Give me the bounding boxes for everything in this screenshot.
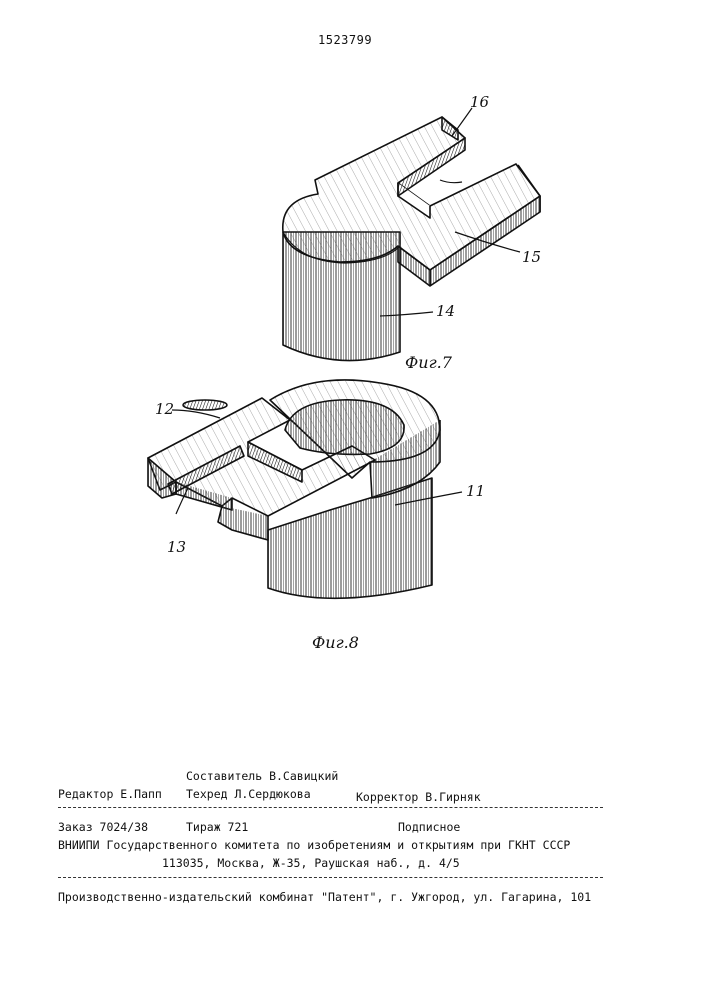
order-number: Заказ 7024/38: [58, 818, 148, 836]
ring-hole: [285, 400, 404, 455]
printer: Производственно-издательский комбинат "П…: [58, 888, 591, 906]
subscription: Подписное: [398, 818, 460, 836]
divider-top: [58, 807, 603, 808]
tech-editor: Техред Л.Сердюкова: [186, 785, 311, 803]
figure-7: [283, 117, 540, 361]
patent-drawing: 16 15 14 Фиг.7 12 13 11 Фиг.8: [0, 0, 707, 720]
figure-7-caption: Фиг.7: [405, 353, 453, 372]
label-14: 14: [436, 302, 455, 320]
figure-8: [148, 380, 440, 598]
figure-8-caption: Фиг.8: [312, 633, 359, 652]
label-13: 13: [167, 538, 186, 556]
address: 113035, Москва, Ж-35, Раушская наб., д. …: [162, 854, 460, 872]
divider-bottom: [58, 877, 603, 878]
label-12: 12: [155, 400, 174, 418]
organization: ВНИИПИ Государственного комитета по изоб…: [58, 836, 570, 854]
print-run: Тираж 721: [186, 818, 248, 836]
label-16: 16: [470, 93, 490, 111]
label-11: 11: [466, 482, 485, 500]
compiler: Составитель В.Савицкий: [186, 767, 338, 785]
editor: Редактор Е.Папп: [58, 785, 162, 803]
corrector: Корректор В.Гирняк: [356, 788, 481, 806]
label-15: 15: [522, 248, 541, 266]
